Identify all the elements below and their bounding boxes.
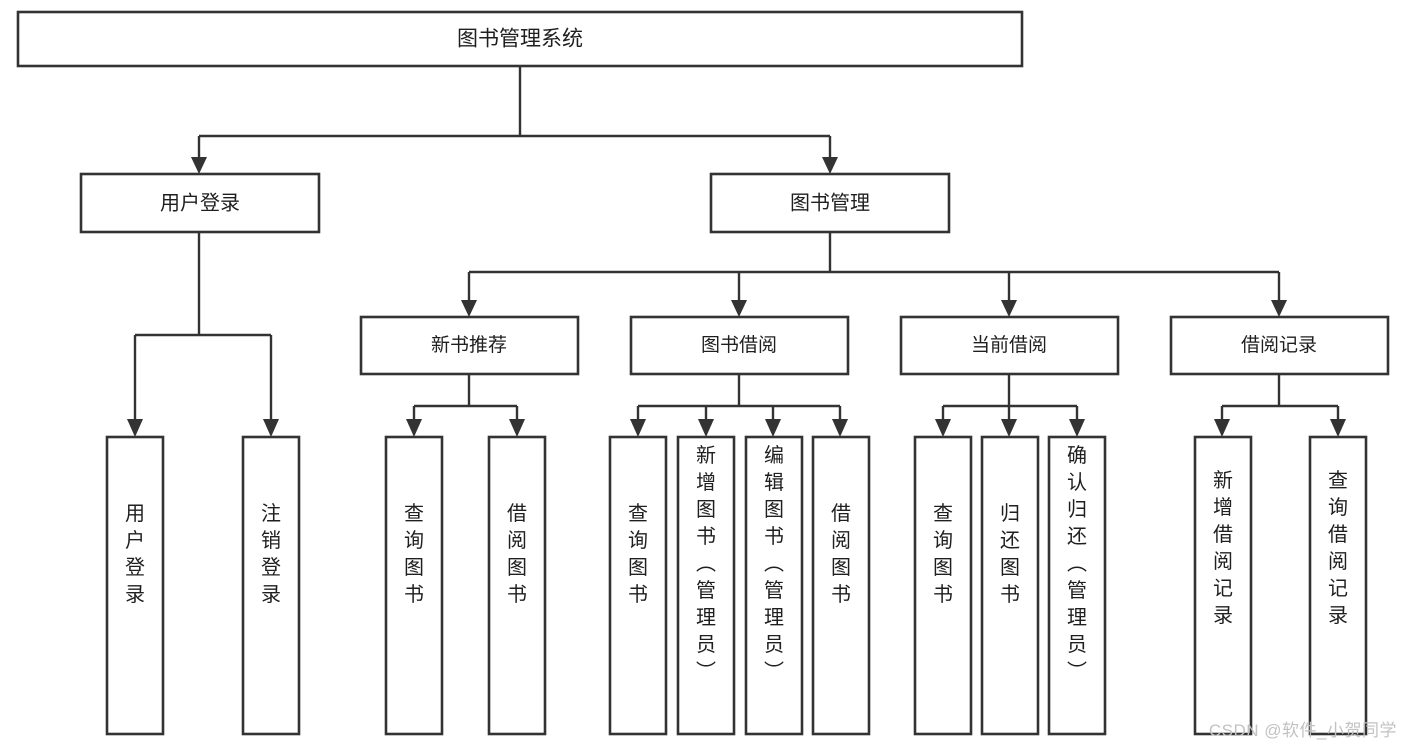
leaf-current-return-book-box	[980, 435, 1040, 736]
arrow-root-to-book-manage	[822, 157, 838, 174]
node-root-label: 图书管理系统	[457, 28, 583, 51]
node-user-login-label: 用户登录	[160, 191, 240, 214]
node-user-login[interactable]: 用户登录	[79, 172, 321, 234]
node-book-manage[interactable]: 图书管理	[709, 172, 951, 234]
leaf-user-login-box	[105, 435, 165, 736]
leaf-borrow-edit-book[interactable]: 编辑图书︵管理员︶	[744, 435, 804, 736]
leaf-current-return-book[interactable]: 归还图书	[980, 435, 1040, 736]
leaf-borrow-borrow-book-label: 借阅图书	[831, 502, 851, 606]
node-current-borrow-box	[899, 315, 1120, 376]
node-root-system[interactable]: 图书管理系统	[16, 10, 1024, 68]
leaf-recommend-query-book[interactable]: 查询图书	[384, 435, 444, 736]
leaf-borrow-query-book[interactable]: 查询图书	[608, 435, 668, 736]
node-borrow-record-label: 借阅记录	[1241, 334, 1317, 356]
leaf-record-add-label: 新增借阅记录	[1213, 469, 1233, 627]
leaf-borrow-add-book-box	[676, 435, 736, 736]
leaf-current-confirm-return[interactable]: 确认归还︵管理员︶	[1047, 435, 1107, 736]
node-new-book-recommend[interactable]: 新书推荐	[359, 315, 580, 376]
node-new-book-recommend-box	[359, 315, 580, 376]
leaf-current-confirm-return-box	[1047, 435, 1107, 736]
arrow-bm-to-borrow	[731, 300, 747, 317]
leaf-record-add-box	[1193, 435, 1253, 736]
node-root-box	[16, 10, 1024, 68]
arrow-bm-to-recommend	[461, 300, 477, 317]
leaf-borrow-edit-book-label: 编辑图书︵管理员︶	[764, 444, 784, 683]
node-borrow-record-box	[1169, 315, 1390, 376]
node-book-borrow-label: 图书借阅	[701, 334, 777, 356]
node-new-book-recommend-label: 新书推荐	[431, 334, 507, 356]
node-borrow-record[interactable]: 借阅记录	[1169, 315, 1390, 376]
arrow-current-leaf-1	[935, 419, 951, 437]
leaf-record-query-label: 查询借阅记录	[1328, 469, 1348, 627]
leaf-current-return-book-label: 归还图书	[1000, 502, 1020, 606]
arrow-record-leaf-1	[1214, 419, 1230, 437]
node-book-borrow[interactable]: 图书借阅	[629, 315, 850, 376]
leaf-recommend-query-book-box	[384, 435, 444, 736]
arrow-borrow-leaf-4	[832, 419, 848, 437]
node-current-borrow[interactable]: 当前借阅	[899, 315, 1120, 376]
leaf-record-add[interactable]: 新增借阅记录	[1193, 435, 1253, 736]
leaf-record-query-box	[1308, 435, 1368, 736]
leaf-borrow-borrow-book-box	[811, 435, 871, 736]
node-current-borrow-label: 当前借阅	[971, 334, 1047, 356]
arrow-user-login-leaf-2	[263, 419, 279, 437]
leaf-borrow-add-book-label: 新增图书︵管理员︶	[696, 444, 716, 683]
leaf-recommend-borrow-book[interactable]: 借阅图书	[487, 435, 547, 736]
arrow-root-to-user-login	[191, 157, 207, 174]
arrow-user-login-leaf-1	[127, 419, 143, 437]
arrow-borrow-leaf-3	[765, 419, 781, 437]
leaf-current-query-book-label: 查询图书	[933, 502, 953, 606]
leaf-recommend-borrow-book-label: 借阅图书	[507, 502, 527, 606]
leaf-current-confirm-return-label: 确认归还︵管理员︶	[1067, 444, 1087, 683]
arrow-bm-to-record	[1271, 300, 1287, 317]
csdn-watermark: CSDN @软件_小贺同学	[1208, 721, 1397, 740]
leaf-logout[interactable]: 注销登录	[241, 435, 301, 736]
leaf-borrow-query-book-box	[608, 435, 668, 736]
leaf-borrow-edit-book-box	[744, 435, 804, 736]
node-book-manage-box	[709, 172, 951, 234]
arrow-borrow-leaf-2	[698, 419, 714, 437]
edges-layer	[127, 66, 1346, 437]
arrow-recommend-leaf-2	[509, 419, 525, 437]
leaf-current-query-book[interactable]: 查询图书	[913, 435, 973, 736]
arrow-current-leaf-3	[1069, 419, 1085, 437]
leaf-user-login[interactable]: 用户登录	[105, 435, 165, 736]
leaf-logout-box	[241, 435, 301, 736]
leaf-recommend-borrow-book-box	[487, 435, 547, 736]
node-user-login-box	[79, 172, 321, 234]
arrow-bm-to-current	[1001, 300, 1017, 317]
arrow-record-leaf-2	[1330, 419, 1346, 437]
leaf-borrow-query-book-label: 查询图书	[628, 502, 648, 606]
arrow-recommend-leaf-1	[406, 419, 422, 437]
node-book-manage-label: 图书管理	[790, 191, 870, 214]
leaf-logout-label: 注销登录	[261, 502, 281, 606]
leaf-user-login-label: 用户登录	[125, 503, 145, 606]
arrow-borrow-leaf-1	[630, 419, 646, 437]
leaf-recommend-query-book-label: 查询图书	[404, 502, 424, 606]
leaf-record-query[interactable]: 查询借阅记录	[1308, 435, 1368, 736]
leaf-current-query-book-box	[913, 435, 973, 736]
leaf-borrow-add-book[interactable]: 新增图书︵管理员︶	[676, 435, 736, 736]
leaf-borrow-borrow-book[interactable]: 借阅图书	[811, 435, 871, 736]
node-book-borrow-box	[629, 315, 850, 376]
arrow-current-leaf-2	[1001, 419, 1017, 437]
